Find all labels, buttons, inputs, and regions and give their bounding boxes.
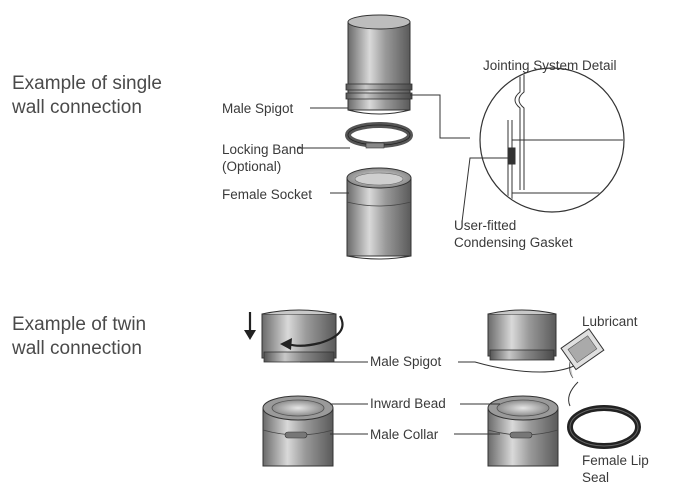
female-lip-seal-label: Female Lip Seal <box>582 453 649 485</box>
single-leader-lines <box>297 94 470 194</box>
twin-rotation-arrow <box>244 312 344 350</box>
jointing-detail-circle <box>479 67 625 213</box>
gasket-leader-line <box>461 157 512 223</box>
locking-band-label: Locking Band (Optional) <box>222 142 304 174</box>
twin-left-male-spigot <box>261 309 337 363</box>
twin-left-male-collar <box>262 395 334 467</box>
single-female-socket-pipe <box>346 167 412 260</box>
twin-leader-lines <box>300 361 579 435</box>
male-collar-label: Male Collar <box>370 427 439 442</box>
lubricant-sachet <box>560 328 605 379</box>
single-wall-heading: Example of single wall connection <box>12 73 162 118</box>
female-lip-seal-ring <box>567 405 641 449</box>
lubricant-label: Lubricant <box>582 314 638 329</box>
single-male-spigot-pipe <box>345 14 413 115</box>
single-male-spigot-label: Male Spigot <box>222 101 294 116</box>
condensing-gasket-label: User-fitted Condensing Gasket <box>454 218 573 250</box>
female-socket-label: Female Socket <box>222 187 313 202</box>
twin-right-male-spigot <box>487 309 557 361</box>
twin-male-spigot-label: Male Spigot <box>370 354 442 369</box>
inward-bead-label: Inward Bead <box>370 396 446 411</box>
twin-right-male-collar <box>487 395 559 467</box>
jointing-detail-title: Jointing System Detail <box>483 58 617 73</box>
twin-wall-heading: Example of twin wall connection <box>12 314 147 359</box>
locking-band-ring <box>345 122 413 149</box>
